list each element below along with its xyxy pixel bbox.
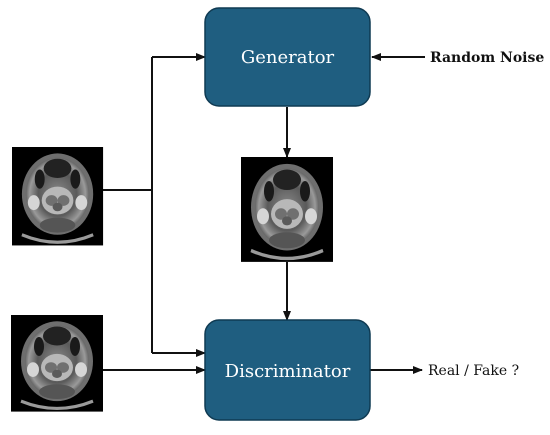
connectors — [103, 53, 425, 374]
generated-scan-image — [239, 155, 335, 264]
discriminator-label: Discriminator — [225, 361, 351, 382]
input-scan-image — [10, 145, 105, 248]
discriminator-node: Discriminator — [204, 319, 371, 421]
generator-label: Generator — [241, 47, 335, 68]
generator-node: Generator — [204, 7, 371, 107]
real-fake-label: Real / Fake ? — [428, 363, 519, 379]
random-noise-label: Random Noise — [430, 50, 544, 66]
real-scan-image — [9, 313, 105, 414]
